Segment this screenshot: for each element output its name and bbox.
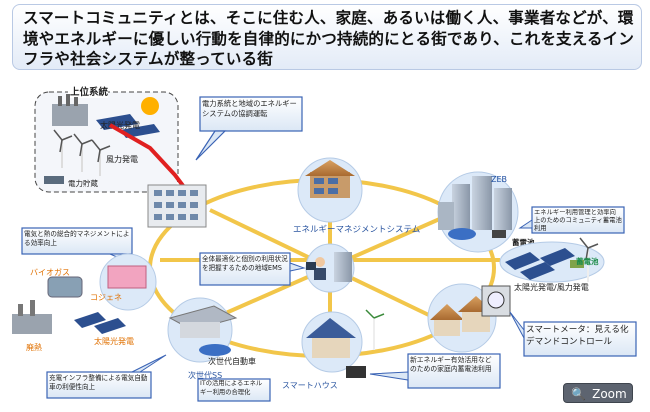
smart-house-node — [301, 309, 385, 378]
it-callout: ITの活用によるエネルギー利用の合理化 — [197, 378, 271, 402]
smart-meter-callout-text: スマートメータ：見える化デマンドコントロール — [526, 325, 629, 347]
cogen-callout-text: 電気と熱の総合的マネジメントによる効率向上 — [24, 230, 130, 247]
ems-node-top — [297, 157, 363, 223]
cogene-label: コジェネ — [90, 293, 122, 302]
storage-upper-label: 電力貯蔵 — [68, 178, 98, 188]
zoom-label: Zoom — [592, 387, 627, 401]
upper-system-area: 上位系統 太陽光発電 風力発電 電力貯蔵 — [34, 86, 179, 193]
waste-heat-label: 廃熱 — [26, 342, 42, 352]
transport-callout-text: 充電インフラ整備による電気自動車の利便性向上 — [49, 374, 148, 391]
ems-label: エネルギーマネジメントシステム — [293, 225, 420, 235]
home-battery-callout-text: 新エネルギー有効活用などのための家庭内蓄電池利用 — [410, 356, 492, 373]
zeb-label: ZEB — [491, 175, 507, 184]
factory-icon — [12, 300, 52, 334]
header-text: スマートコミュニティとは、そこに住む人、家庭、あるいは働く人、事業者などが、環境… — [23, 9, 635, 68]
solar-panel-left-icon — [74, 312, 126, 334]
biogas-label: バイオガス — [30, 267, 70, 277]
it-callout-text: ITの活用によるエネルギー利用の合理化 — [200, 380, 263, 396]
upper-system-label: 上位系統 — [70, 86, 109, 98]
smart-meter-icon — [481, 285, 511, 317]
battery-right-label: 蓄電池 — [576, 256, 599, 266]
car-icon — [448, 228, 476, 240]
next-gen-ss-label: 次世代SS — [188, 370, 222, 380]
bems-callout: エネルギー利用管理と効率向上のためのコミュニティ蓄電池利用 — [518, 206, 625, 234]
smart-meter-callout: スマートメータ：見える化デマンドコントロール — [509, 311, 637, 357]
solar-wind-right-node — [499, 237, 605, 283]
zeb-building-node — [437, 171, 519, 253]
solar-wind-right-label: 太陽光発電/風力発電 — [514, 282, 589, 292]
zoom-icon: 🔍 — [571, 387, 587, 401]
bems-callout-text: エネルギー利用管理と効率向上のためのコミュニティ蓄電池利用 — [534, 209, 622, 232]
center-callout-text: 全体最適化と個別の利用状況を把握するための地域EMS — [202, 255, 288, 272]
wind-upper-label: 風力発電 — [106, 154, 138, 164]
header-box: スマートコミュニティとは、そこに住む人、家庭、あるいは働く人、事業者などが、環境… — [12, 4, 642, 70]
storage-upper-icon — [44, 176, 64, 184]
battery-top-label: 蓄電池 — [512, 237, 535, 247]
zoom-button[interactable]: 🔍 Zoom — [563, 383, 633, 403]
sun-icon — [141, 97, 159, 115]
smart-house-label: スマートハウス — [282, 381, 338, 390]
wind-turbine-upper-icon — [53, 129, 111, 176]
biogas-tank-icon — [47, 276, 83, 298]
solar-left-label: 太陽光発電 — [94, 336, 134, 346]
next-gen-car-label: 次世代自動車 — [208, 356, 256, 366]
battery-icon — [492, 230, 506, 238]
regional-ems-node — [305, 243, 355, 293]
residential-houses-node — [427, 283, 497, 353]
grid-callout: 電力系統と地域のエネルギーシステムの協調運転 — [195, 96, 303, 161]
cogeneration-unit-icon — [99, 253, 157, 311]
solar-upper-label: 太陽光発電 — [100, 120, 140, 130]
center-callout: 全体最適化と個別の利用状況を把握するための地域EMS — [199, 252, 306, 286]
transport-callout: 充電インフラ整備による電気自動車の利便性向上 — [46, 354, 167, 399]
apartment-building-icon — [147, 184, 207, 228]
next-gen-station-node — [167, 297, 238, 363]
home-battery-callout: 新エネルギー有効活用などのための家庭内蓄電池利用 — [369, 353, 501, 389]
grid-callout-text: 電力系統と地域のエネルギーシステムの協調運転 — [202, 99, 297, 118]
power-plant-icon — [52, 94, 88, 126]
